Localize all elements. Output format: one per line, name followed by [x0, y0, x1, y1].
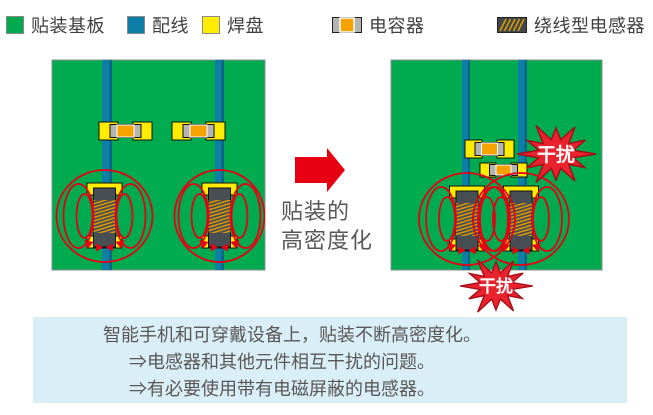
summary-note-box: 智能手机和可穿戴设备上，贴装不断高密度化。 ⇒电感器和其他元件相互干扰的问题。 … — [33, 317, 627, 403]
arrow-caption-line1: 贴装的 — [281, 199, 351, 224]
trace-swatch-icon — [127, 16, 145, 34]
pad-swatch-icon — [202, 16, 220, 34]
legend-label-board: 贴装基板 — [31, 16, 105, 36]
capacitor — [479, 162, 528, 178]
arrow-caption-line2: 高密度化 — [281, 228, 374, 253]
trace — [462, 60, 470, 270]
legend-label-trace: 配线 — [152, 16, 189, 36]
legend-item-capacitor: 电容器 — [332, 12, 425, 38]
legend-item-trace: 配线 — [127, 12, 189, 38]
capacitor — [171, 121, 226, 141]
capacitor — [464, 139, 515, 159]
magnetic-field-lines — [55, 169, 265, 263]
left-board — [51, 59, 266, 271]
note-line-2: ⇒电感器和其他元件相互干扰的问题。 — [129, 352, 435, 372]
legend-label-inductor: 绕线型电感器 — [534, 16, 645, 36]
legend-label-capacitor: 电容器 — [369, 16, 425, 36]
legend-item-board: 贴装基板 — [6, 12, 105, 38]
arrow-caption: 贴装的 高密度化 — [281, 197, 373, 255]
legend-item-pad: 焊盘 — [202, 12, 264, 38]
trace — [215, 60, 224, 270]
density-comparison-diagram: 干扰 干扰 — [51, 59, 603, 313]
coil-winding — [456, 203, 478, 236]
capacitor-icon — [332, 17, 362, 33]
legend-label-pad: 焊盘 — [227, 16, 264, 36]
coil-winding — [510, 203, 532, 236]
note-line-1: 智能手机和可穿戴设备上，贴装不断高密度化。 — [103, 325, 481, 345]
coil-winding — [93, 200, 116, 233]
wound-inductor — [199, 182, 240, 252]
legend-item-inductor: 绕线型电感器 — [497, 12, 645, 38]
legend: 贴装基板 配线 焊盘 电容器 绕线型电感器 — [0, 0, 653, 46]
densification-arrow-icon — [295, 148, 345, 192]
board-swatch-icon — [6, 16, 24, 34]
capacitor — [98, 121, 153, 141]
interference-label-bottom: 干扰 — [479, 276, 513, 296]
magnetic-field-lines-overlapping — [418, 172, 570, 266]
trace — [102, 60, 112, 270]
interference-label-top: 干扰 — [537, 143, 575, 166]
note-line-3: ⇒有必要使用带有电磁屏蔽的电感器。 — [129, 379, 435, 399]
inductor-icon — [497, 17, 527, 33]
coil-winding — [208, 200, 231, 233]
interference-starburst-bottom — [460, 259, 533, 313]
interference-starburst-top — [516, 125, 597, 183]
